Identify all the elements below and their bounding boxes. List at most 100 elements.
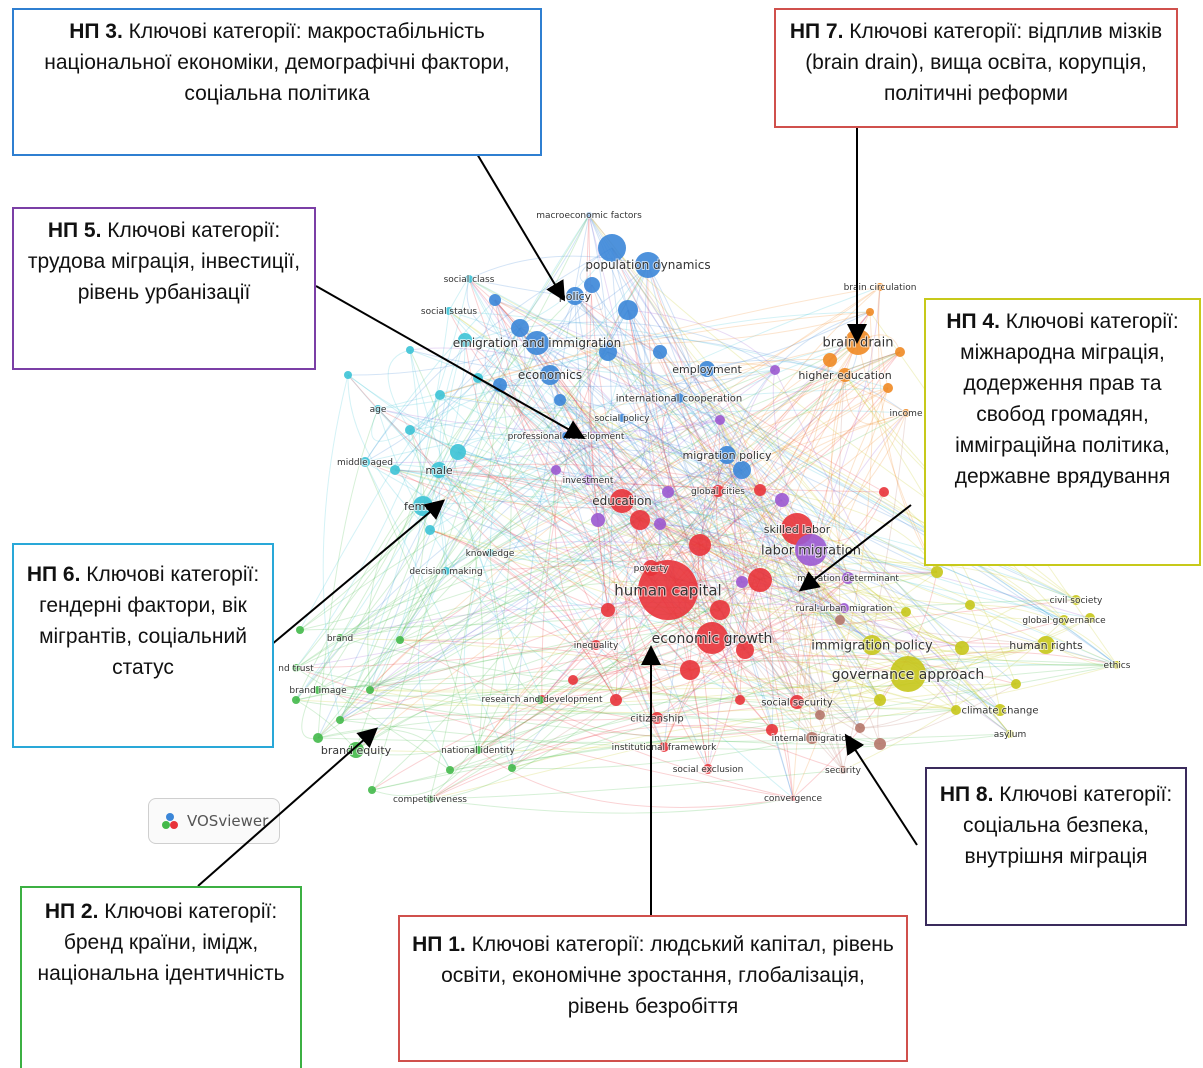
vosviewer-icon	[162, 813, 178, 829]
network-node-label: climate change	[962, 706, 1039, 717]
network-node	[450, 444, 466, 460]
network-node	[862, 635, 882, 655]
network-node	[806, 732, 818, 744]
network-node	[314, 686, 322, 694]
network-link	[355, 387, 889, 751]
network-link	[541, 698, 773, 731]
network-node	[790, 795, 796, 801]
network-node	[313, 733, 323, 743]
network-node-label: internal migration	[772, 734, 853, 744]
network-link	[667, 341, 859, 591]
network-link	[445, 570, 1118, 666]
network-node	[696, 622, 728, 654]
callout-np6-text: Ключові категорії: гендерні фактори, вік…	[39, 563, 260, 679]
network-link	[621, 412, 907, 502]
network-node-label: brand equity	[321, 744, 392, 757]
network-link	[699, 544, 1001, 711]
network-node	[511, 319, 529, 337]
network-node-label: economic growth	[652, 631, 773, 647]
network-link	[295, 397, 680, 701]
network-link	[588, 214, 614, 611]
network-node	[699, 361, 715, 377]
network-link	[339, 523, 661, 721]
network-link	[607, 351, 881, 701]
network-node	[610, 489, 634, 513]
callout-np2-text: Ключові категорії: бренд країни, імідж, …	[37, 900, 285, 985]
network-link	[719, 419, 881, 701]
network-link	[477, 528, 798, 751]
network-link	[499, 384, 658, 719]
network-link	[554, 469, 597, 646]
network-node	[431, 462, 447, 478]
network-link	[574, 295, 605, 646]
network-link	[422, 286, 881, 507]
network-link	[572, 679, 881, 702]
network-link	[663, 607, 845, 748]
network-link	[574, 284, 604, 310]
network-link	[429, 699, 741, 800]
network-link	[726, 311, 871, 456]
network-node	[390, 465, 400, 475]
network-link	[659, 523, 861, 729]
network-link	[364, 461, 652, 569]
network-link	[477, 637, 713, 751]
network-link	[339, 664, 1118, 721]
network-link	[611, 247, 719, 492]
network-node	[591, 513, 605, 527]
network-link	[689, 669, 957, 711]
network-node-label: age	[370, 405, 387, 415]
network-link	[621, 341, 859, 419]
network-link	[621, 351, 901, 502]
network-link	[317, 264, 649, 739]
network-node	[931, 566, 943, 578]
network-link	[539, 699, 773, 738]
network-link	[536, 311, 871, 345]
network-node	[712, 485, 724, 497]
network-link	[295, 667, 957, 720]
network-node	[405, 425, 415, 435]
network-link	[588, 309, 629, 521]
network-link	[541, 311, 871, 700]
network-link	[457, 451, 652, 569]
network-link	[445, 454, 728, 572]
network-node	[895, 347, 905, 357]
network-node-label: inequality	[574, 641, 619, 651]
network-link	[741, 581, 957, 711]
network-link	[792, 571, 938, 799]
network-link	[772, 369, 798, 530]
network-link	[969, 604, 1118, 666]
network-link	[429, 341, 859, 531]
network-node-label: security	[825, 766, 862, 776]
network-link	[689, 490, 719, 671]
network-node	[951, 705, 961, 715]
network-node	[446, 766, 454, 774]
callout-np8-code: НП 8.	[939, 783, 994, 806]
network-link	[587, 479, 881, 745]
network-node-label: macroeconomic factors	[536, 211, 642, 221]
network-link	[489, 387, 889, 554]
network-node	[296, 626, 304, 634]
network-link	[719, 419, 844, 771]
network-link	[759, 489, 844, 771]
network-node	[689, 534, 711, 556]
network-node	[733, 461, 751, 479]
network-link	[588, 214, 661, 525]
network-node	[1113, 661, 1121, 669]
network-link	[295, 667, 794, 799]
network-link	[322, 374, 349, 721]
network-node-label: social class	[444, 275, 495, 285]
network-node	[736, 641, 754, 659]
network-link	[591, 284, 1011, 735]
network-link	[829, 334, 901, 361]
network-node-label: nd trust	[278, 664, 314, 674]
network-node	[610, 694, 622, 706]
network-node	[1037, 636, 1055, 654]
network-node-label: middle aged	[337, 458, 393, 468]
network-link	[317, 341, 859, 691]
network-link	[317, 689, 798, 721]
network-node-label: brand image	[289, 686, 347, 696]
network-link	[364, 461, 963, 649]
network-node	[591, 640, 601, 650]
network-node	[823, 353, 837, 367]
network-link	[422, 286, 881, 507]
